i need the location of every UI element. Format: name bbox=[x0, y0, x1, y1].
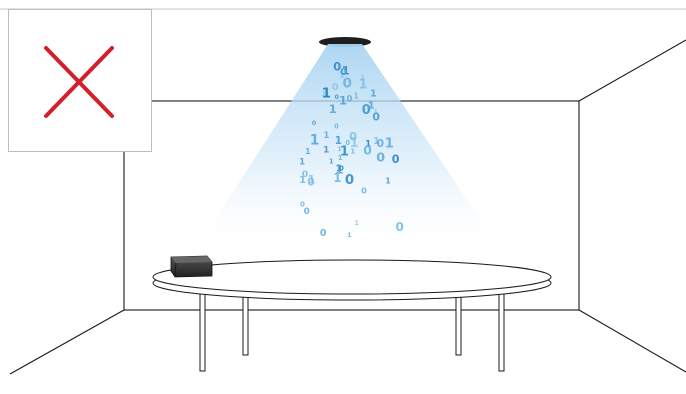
binary-digit: 0 bbox=[377, 137, 384, 150]
corner-bottom-left bbox=[10, 310, 124, 374]
binary-digit: 1 bbox=[353, 92, 359, 101]
binary-digit: 1 bbox=[354, 219, 359, 227]
binary-digit: 0 bbox=[304, 207, 310, 217]
binary-digit: 1 bbox=[321, 90, 326, 98]
speaker-device bbox=[171, 256, 212, 277]
binary-digit: 1 bbox=[385, 137, 394, 152]
table-leg bbox=[200, 290, 205, 371]
binary-digit: 0 bbox=[372, 110, 380, 123]
binary-digit: 1 bbox=[370, 88, 377, 99]
binary-digit: 0 bbox=[312, 119, 317, 127]
table-legs bbox=[200, 290, 504, 371]
table-top bbox=[153, 260, 551, 300]
binary-digit: 0 bbox=[376, 150, 385, 165]
status-indicator bbox=[8, 9, 152, 152]
corner-top-right bbox=[579, 40, 686, 101]
binary-digit: 0 bbox=[320, 228, 327, 239]
table-leg bbox=[456, 292, 461, 355]
binary-digit: 0 bbox=[362, 103, 371, 118]
binary-digit: 1 bbox=[360, 74, 365, 82]
binary-digit: 1 bbox=[329, 156, 334, 165]
binary-digit: 1 bbox=[310, 132, 320, 148]
binary-digit: 1 bbox=[329, 102, 337, 116]
red-x-icon bbox=[9, 10, 153, 153]
binary-digit: 1 bbox=[323, 144, 329, 155]
table-leg bbox=[499, 290, 504, 371]
binary-digit: 0 bbox=[392, 153, 400, 166]
binary-digit: 1 bbox=[299, 158, 305, 168]
binary-digit: 1 bbox=[340, 144, 349, 159]
table-leg bbox=[243, 292, 248, 355]
binary-digit: 0 bbox=[335, 94, 340, 101]
binary-digit: 0 bbox=[334, 123, 339, 131]
binary-digit: 1 bbox=[323, 131, 329, 141]
binary-digit: 0 bbox=[340, 67, 347, 78]
binary-digit: 1 bbox=[307, 172, 315, 186]
binary-digit: 0 bbox=[347, 95, 353, 105]
corner-bottom-right bbox=[579, 310, 686, 372]
binary-digit: 0 bbox=[396, 220, 404, 234]
binary-digit: 0 bbox=[345, 173, 354, 188]
binary-digit: 0 bbox=[361, 186, 367, 196]
binary-digit: 1 bbox=[347, 232, 351, 239]
binary-digit: 0 bbox=[363, 144, 372, 158]
binary-digit: 0 bbox=[332, 82, 339, 93]
binary-digit: 1 bbox=[385, 177, 390, 186]
binary-digit: 1 bbox=[333, 171, 341, 185]
binary-digit: 1 bbox=[350, 136, 359, 151]
